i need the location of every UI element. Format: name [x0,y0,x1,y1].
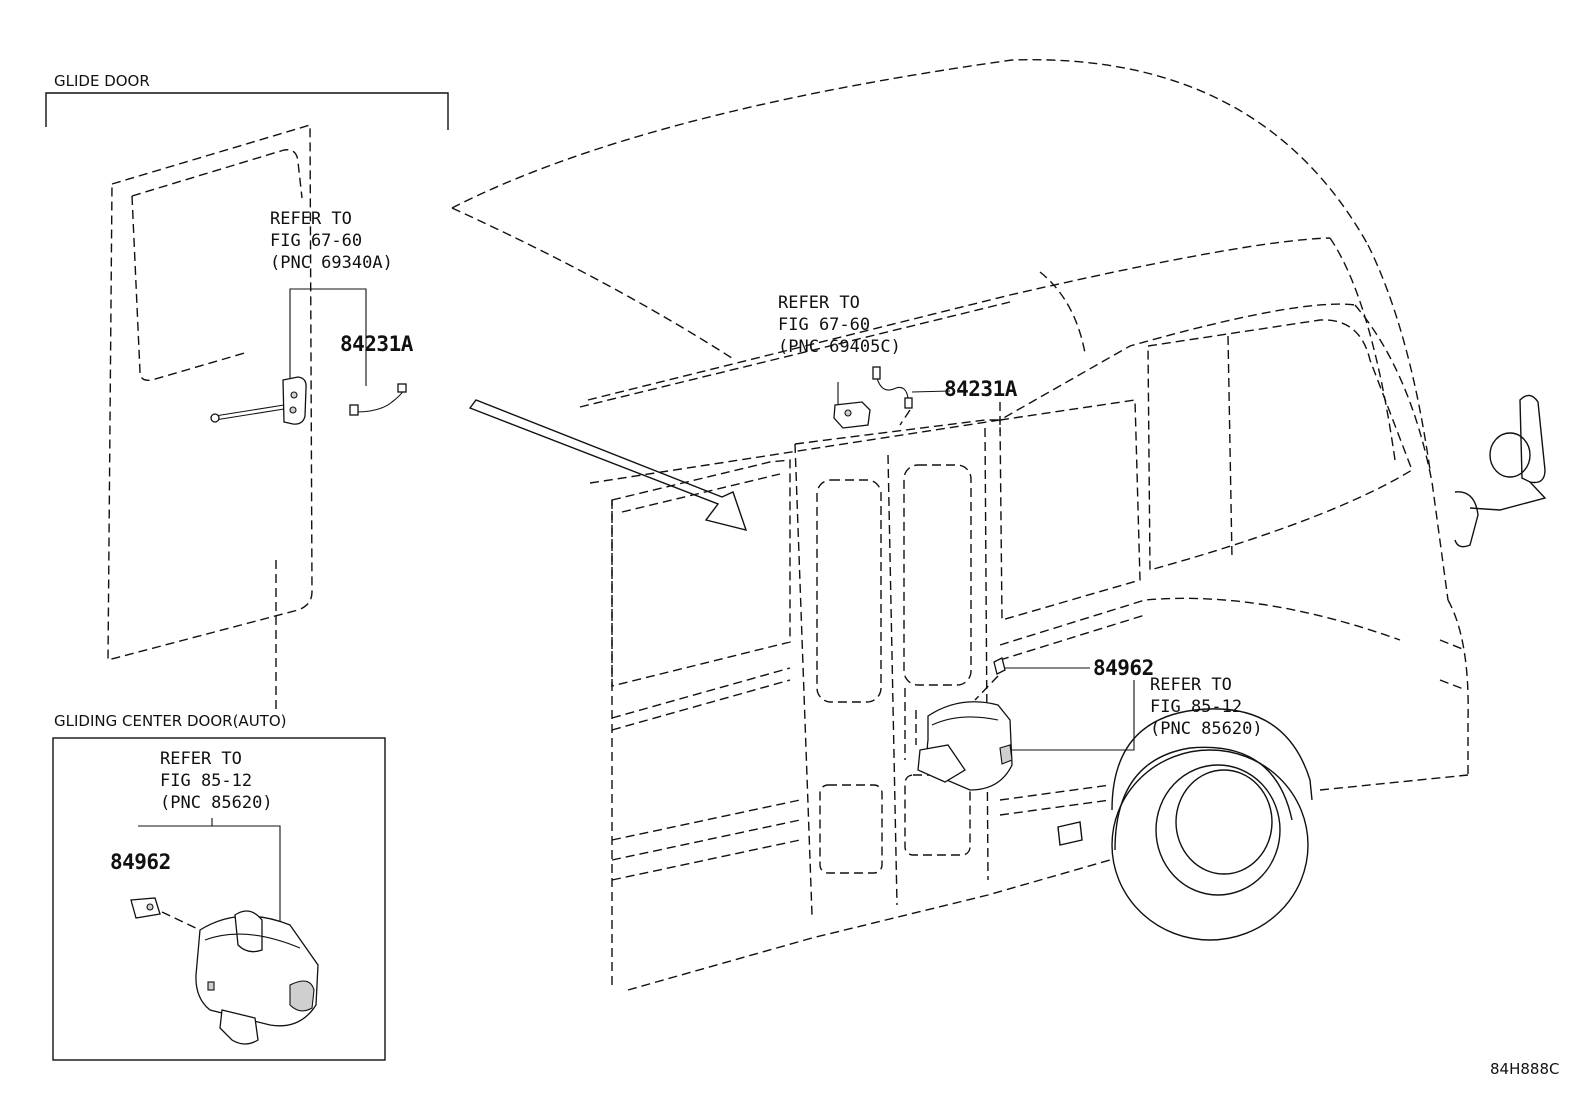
door-lock-mechanism [210,376,307,425]
refer-line-1: REFER TO [778,293,860,313]
gliding-center-door-inset [52,737,386,1061]
refer-line-2: FIG 85-12 [1150,697,1243,717]
direction-arrow [468,399,748,531]
refer-line-3: (PNC 85620) [160,793,273,813]
refer-line-3: (PNC 69405C) [778,337,901,357]
glide-door-section [45,92,449,710]
refer-line-3: (PNC 85620) [1150,719,1263,739]
glide-door-title: GLIDE DOOR [54,72,150,90]
diagram-code: 84H888C [1490,1060,1560,1078]
refer-line-2: FIG 85-12 [160,771,253,791]
part-number-84962-side[interactable]: 84962 [1093,656,1154,680]
refer-line-1: REFER TO [1150,675,1232,695]
gliding-center-door-title: GLIDING CENTER DOOR(AUTO) [54,712,287,730]
roof-switch-assembly [833,366,1001,432]
refer-line-2: FIG 67-60 [778,315,871,335]
part-number-84231a-roof[interactable]: 84231A [944,377,1017,401]
refer-line-3: (PNC 69340A) [270,253,393,273]
bus-body [451,58,1547,991]
courtesy-switch-84231a [349,383,407,416]
part-number-84962-inset[interactable]: 84962 [110,850,171,874]
refer-line-1: REFER TO [270,209,352,229]
refer-line-1: REFER TO [160,749,242,769]
side-mirror [1454,394,1547,548]
part-number-84231a-glide[interactable]: 84231A [340,332,413,356]
front-wheel [1111,749,1309,941]
refer-line-2: FIG 67-60 [270,231,363,251]
side-door-closer-unit [915,657,1135,791]
